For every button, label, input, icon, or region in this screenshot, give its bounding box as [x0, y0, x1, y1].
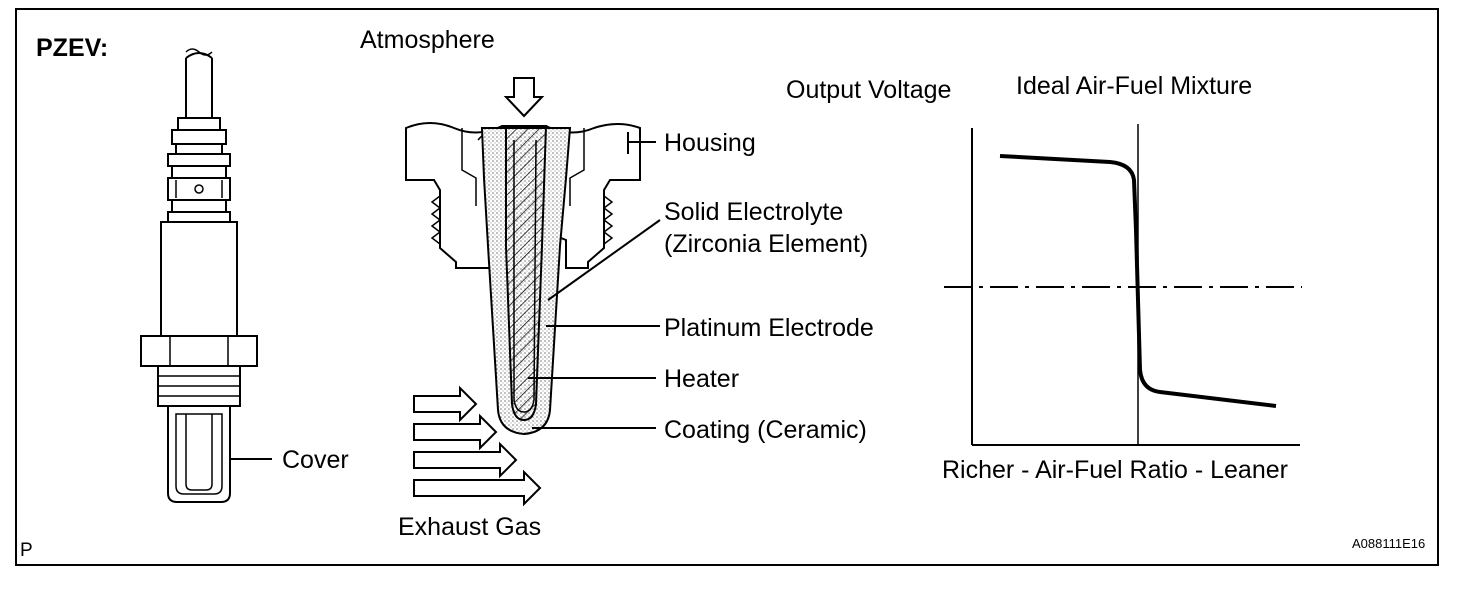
sensor-external-view — [140, 48, 272, 503]
figure-frame — [15, 8, 1439, 566]
atmosphere-arrow-icon — [503, 77, 545, 118]
corner-letter: P — [20, 540, 33, 561]
output-voltage-graph — [944, 124, 1302, 446]
heater-label: Heater — [664, 365, 739, 393]
solid-electrolyte-label: Solid Electrolyte — [664, 198, 843, 226]
air-fuel-ratio-label: Richer - Air-Fuel Ratio - Leaner — [942, 456, 1288, 484]
ideal-mixture-label: Ideal Air-Fuel Mixture — [1016, 72, 1252, 100]
platinum-electrode-label: Platinum Electrode — [664, 314, 874, 342]
atmosphere-label: Atmosphere — [360, 26, 495, 54]
exhaust-gas-label: Exhaust Gas — [398, 513, 541, 541]
zirconia-element-label: (Zirconia Element) — [664, 230, 868, 258]
sensor-cross-section — [405, 77, 661, 507]
voltage-curve — [999, 154, 1277, 408]
pzev-label: PZEV: — [36, 34, 108, 62]
output-voltage-label: Output Voltage — [786, 76, 951, 104]
coating-label: Coating (Ceramic) — [664, 416, 867, 444]
housing-label: Housing — [664, 129, 756, 157]
cover-label: Cover — [282, 446, 349, 474]
figure-code: A088111E16 — [1352, 536, 1425, 551]
exhaust-arrows-icon — [413, 385, 542, 507]
